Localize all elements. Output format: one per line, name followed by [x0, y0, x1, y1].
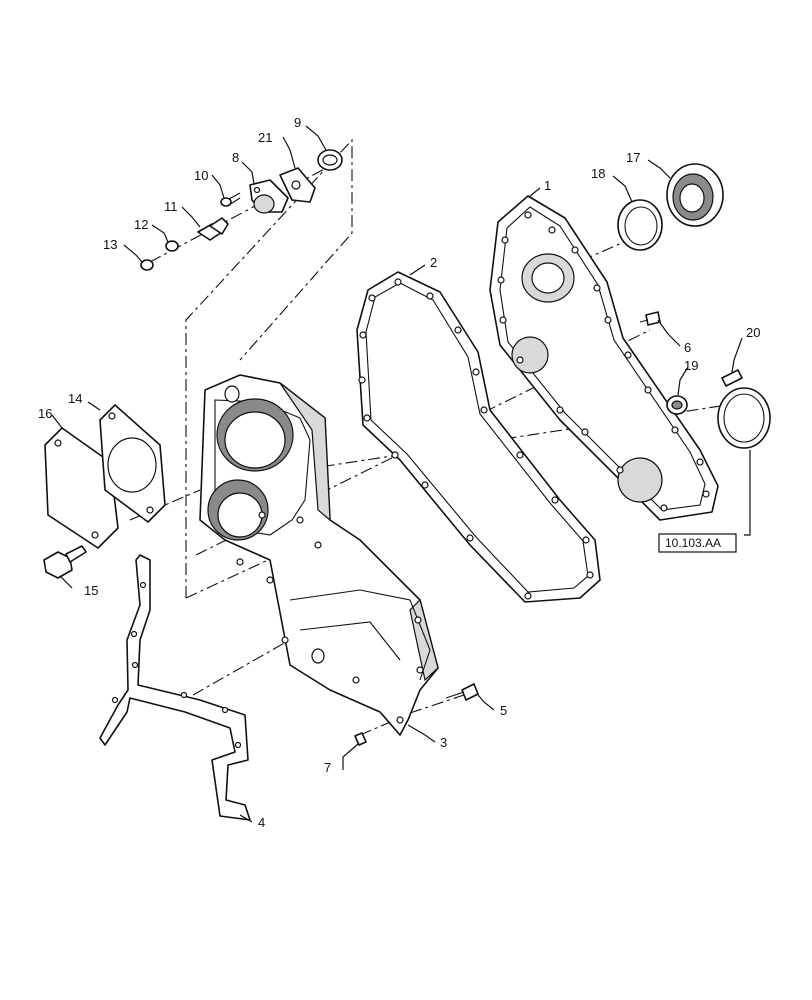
callout-2: 2 — [430, 255, 437, 270]
part-1-front-cover — [489, 195, 719, 521]
reference-label: 10.103.AA — [665, 536, 721, 550]
part-11-valve — [197, 217, 229, 241]
callout-14: 14 — [68, 391, 82, 406]
part-21-plate — [279, 167, 316, 203]
callout-17: 17 — [626, 150, 640, 165]
callout-12: 12 — [134, 217, 148, 232]
part-15-bolt — [43, 545, 87, 579]
reference-box[interactable] — [658, 533, 737, 553]
part-20-bolt — [721, 369, 743, 387]
callout-4: 4 — [258, 815, 265, 830]
part-4-lower-gasket — [99, 554, 251, 821]
callout-3: 3 — [440, 735, 447, 750]
callout-13: 13 — [103, 237, 117, 252]
part-2-gasket — [356, 271, 601, 603]
callout-18: 18 — [591, 166, 605, 181]
callout-5: 5 — [500, 703, 507, 718]
callout-6: 6 — [684, 340, 691, 355]
callout-15: 15 — [84, 583, 98, 598]
reference-link[interactable]: 10.103.AA — [658, 533, 737, 553]
part-19-washer — [666, 395, 688, 415]
callout-20: 20 — [746, 325, 760, 340]
callout-16: 16 — [38, 406, 52, 421]
callout-19: 19 — [684, 358, 698, 373]
callout-8: 8 — [232, 150, 239, 165]
callout-21: 21 — [258, 130, 272, 145]
seal-ring-reference — [717, 387, 771, 449]
callouts: 1 2 3 4 5 6 7 8 9 10 11 12 13 14 15 16 1… — [38, 115, 760, 830]
part-17-wear-sleeve — [666, 163, 724, 227]
part-6-bolt — [639, 311, 661, 326]
callout-9: 9 — [294, 115, 301, 130]
callout-11: 11 — [164, 199, 178, 214]
callout-10: 10 — [194, 168, 208, 183]
part-14-plate-gasket — [99, 404, 166, 523]
part-7-dowel — [354, 732, 367, 746]
part-3-gear-housing — [199, 374, 439, 736]
part-12-ring — [165, 240, 179, 252]
part-8-housing — [249, 179, 289, 214]
callout-1: 1 — [544, 178, 551, 193]
leader-lines — [51, 125, 751, 823]
part-5-bolt — [445, 683, 479, 701]
part-10-bolt — [220, 192, 241, 207]
callout-7: 7 — [324, 760, 331, 775]
part-13-ring — [140, 259, 154, 271]
part-9-snap-ring — [317, 149, 343, 171]
part-18-seal — [617, 199, 663, 251]
